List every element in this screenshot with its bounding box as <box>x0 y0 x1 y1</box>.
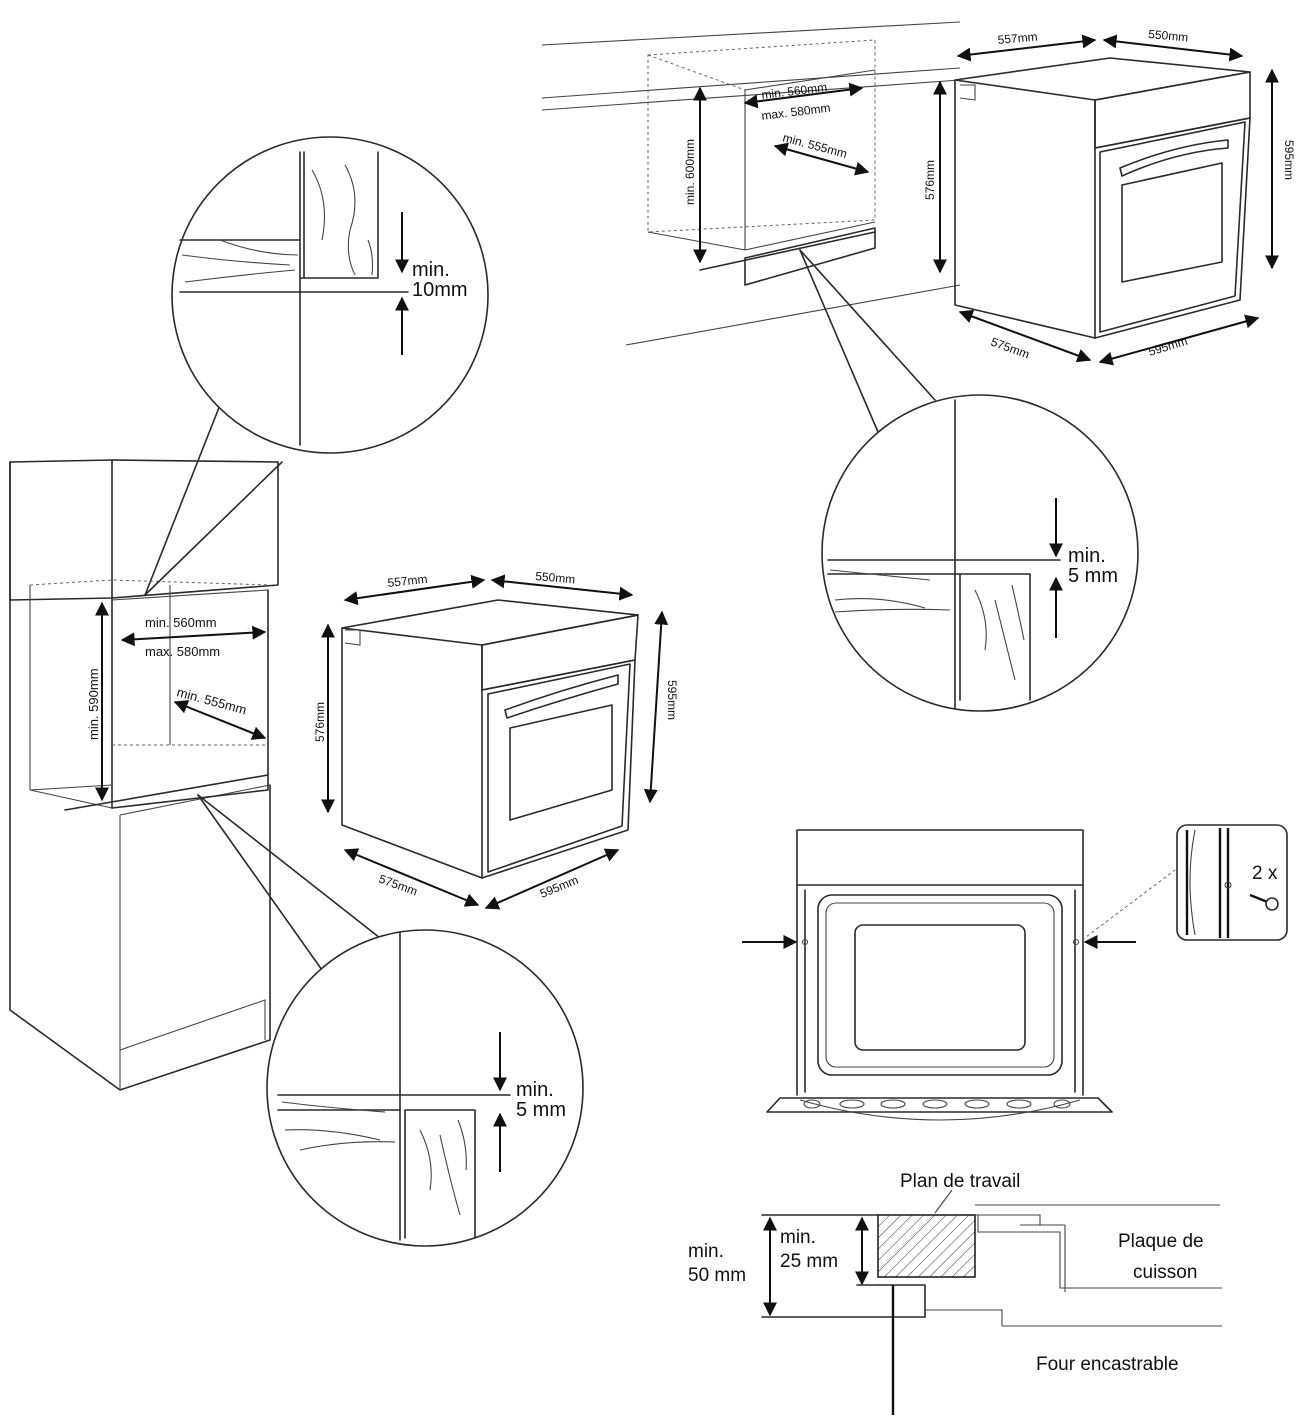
top-oven-width-top: 550mm <box>1148 27 1189 44</box>
column-top-detail-gap: 10mm <box>412 279 468 301</box>
column-cabinet-drawing: min. 590mm min. 560mm max. 580mm min. 55… <box>9 459 279 1091</box>
mid-oven-depth-bottom: 575mm <box>377 872 419 899</box>
section-min-worktop-value: 25 mm <box>780 1251 838 1272</box>
section-min-total-label: min. <box>688 1241 724 1262</box>
mid-oven-height-left: 576mm <box>313 702 327 742</box>
mid-oven-drawing: 557mm 550mm 576mm 595mm 575mm 595mm <box>313 569 679 910</box>
column-niche-height: min. 590mm <box>86 668 101 740</box>
top-niche-drawing: min. 600mm min. 560mm max. 580mm min. 55… <box>541 21 961 346</box>
section-min-total-value: 50 mm <box>688 1265 746 1286</box>
top-detail-min-label: min. <box>1068 545 1106 567</box>
top-niche-height: min. 600mm <box>683 139 697 205</box>
front-oven-drawing <box>742 829 1176 1121</box>
top-niche-width-min: min. 560mm <box>761 80 828 102</box>
column-bottom-detail-circle: min. 5 mm <box>197 794 584 1247</box>
section-worktop-label: Plan de travail <box>900 1171 1020 1192</box>
top-detail-gap: 5 mm <box>1068 565 1118 587</box>
column-niche-width-max: max. 580mm <box>145 644 220 659</box>
section-drawing: min. 50 mm min. 25 mm Plan de travail Pl… <box>688 1171 1222 1415</box>
section-oven-label: Four encastrable <box>1036 1354 1179 1375</box>
mid-oven-width-bottom: 595mm <box>538 873 580 901</box>
top-niche-width-max: max. 580mm <box>761 101 832 123</box>
screw-count: 2 x <box>1252 863 1278 884</box>
screw-inset: 2 x <box>1176 824 1288 941</box>
top-oven-height-right: 595mm <box>1282 140 1296 180</box>
section-hob-line1: Plaque de <box>1118 1231 1204 1252</box>
mid-oven-width-top: 550mm <box>535 569 576 586</box>
screw-icon <box>1249 893 1279 911</box>
column-top-detail-circle: min. 10mm <box>144 136 489 596</box>
top-oven-width-bottom: 595mm <box>1147 334 1189 359</box>
column-bottom-detail-min-label: min. <box>516 1079 554 1101</box>
top-oven-depth-top: 557mm <box>997 30 1038 47</box>
mid-oven-depth-top: 557mm <box>387 572 428 590</box>
column-top-detail-min-label: min. <box>412 259 450 281</box>
column-bottom-detail-gap: 5 mm <box>516 1099 566 1121</box>
column-niche-width-min: min. 560mm <box>145 615 217 630</box>
section-hob-line2: cuisson <box>1133 1262 1197 1283</box>
column-niche-depth: min. 555mm <box>175 684 248 717</box>
top-oven-height-left: 576mm <box>923 160 937 200</box>
top-oven-drawing: 557mm 550mm 576mm 595mm 575mm 595mm <box>923 27 1296 366</box>
section-min-worktop-label: min. <box>780 1227 816 1248</box>
top-detail-circle: min. 5 mm <box>799 249 1139 712</box>
mid-oven-height-right: 595mm <box>665 680 679 720</box>
top-oven-depth-bottom: 575mm <box>989 335 1031 362</box>
